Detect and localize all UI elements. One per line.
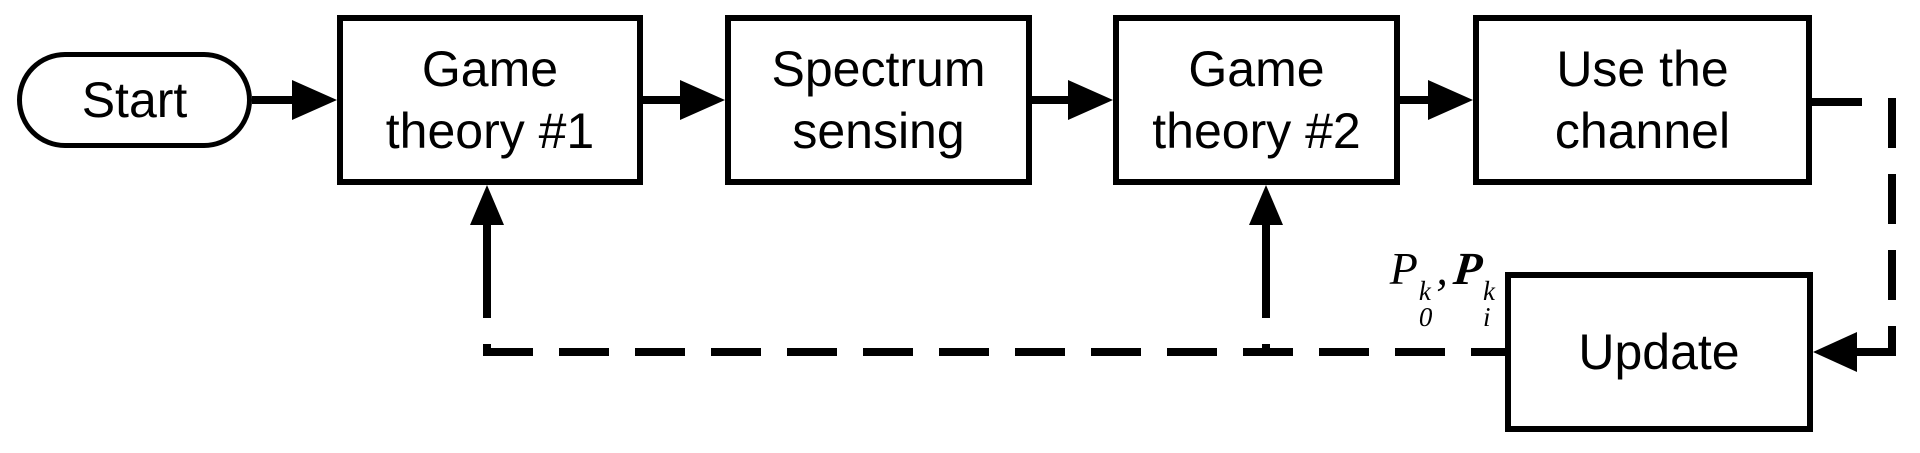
node-game-theory-1-line1: Game: [421, 41, 559, 97]
node-game-theory-1: Game theory #1: [337, 15, 643, 185]
node-game-theory-2: Game theory #2: [1113, 15, 1400, 185]
math-p0-base: P: [1389, 243, 1418, 294]
node-use-the-channel: Use the channel: [1473, 15, 1812, 185]
math-p0-sub: 0: [1418, 302, 1433, 332]
node-game-theory-2-line2: theory #2: [1152, 103, 1361, 159]
arrowhead-left-icon: [1813, 332, 1857, 372]
edge-use-the-channel-to-update-vertical: [1888, 98, 1896, 356]
edge-update-to-game-theory-1-shaft: [483, 222, 491, 274]
node-spectrum-sensing-line2: sensing: [792, 103, 965, 159]
node-spectrum-sensing-line1: Spectrum: [771, 41, 986, 97]
edge-game-theory-1-to-spectrum-sensing: [643, 96, 683, 104]
node-spectrum-sensing: Spectrum sensing: [725, 15, 1032, 185]
edge-update-to-game-theory-2-dashed: [1262, 268, 1270, 352]
edge-update-feedback-trunk: [483, 348, 1505, 356]
node-use-the-channel-line2: channel: [1554, 103, 1731, 159]
math-p0-sup: k: [1418, 276, 1431, 306]
node-use-the-channel-line1: Use the: [1556, 41, 1729, 97]
math-pi-base: P: [1451, 243, 1485, 294]
edge-game-theory-2-to-use-the-channel: [1400, 96, 1431, 104]
arrowhead-right-icon: [292, 80, 337, 120]
arrowhead-right-icon: [680, 80, 725, 120]
arrowhead-right-icon: [1068, 80, 1113, 120]
math-pi-sup: k: [1483, 276, 1495, 306]
math-comma: ,: [1436, 243, 1448, 294]
edge-update-to-game-theory-2-shaft: [1262, 222, 1270, 274]
node-game-theory-1-line2: theory #1: [385, 103, 595, 159]
edge-use-the-channel-to-update-shaft: [1850, 348, 1896, 356]
arrowhead-up-icon: [1249, 185, 1283, 225]
edge-spectrum-sensing-to-game-theory-2: [1032, 96, 1071, 104]
node-start-label: Start: [81, 72, 188, 128]
node-game-theory-2-line1: Game: [1188, 41, 1325, 97]
node-update-label: Update: [1578, 324, 1740, 380]
edge-update-to-game-theory-1-dashed: [483, 268, 491, 352]
node-start: Start: [17, 52, 252, 148]
edge-use-the-channel-to-update-horizontal: [1812, 98, 1896, 106]
math-pi-sub: i: [1483, 302, 1491, 332]
arrowhead-right-icon: [1428, 80, 1473, 120]
arrowhead-up-icon: [470, 185, 504, 225]
edge-start-to-game-theory-1: [252, 96, 296, 104]
node-update: Update: [1505, 272, 1813, 432]
